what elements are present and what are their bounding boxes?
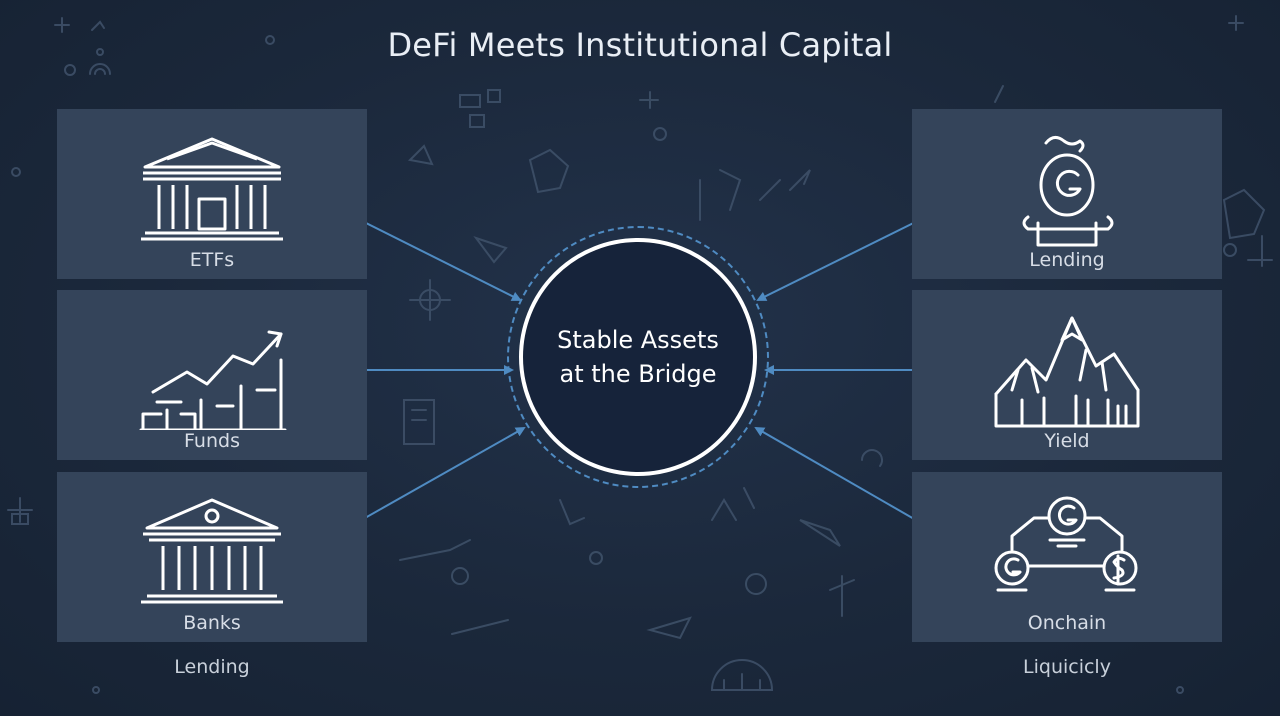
caption-left: Lending bbox=[57, 656, 367, 678]
panel-label-onchain: Onchain bbox=[912, 612, 1222, 642]
rising-chart-icon bbox=[137, 310, 287, 430]
panel-label-banks: Banks bbox=[57, 612, 367, 642]
bank-building-icon bbox=[137, 492, 287, 612]
panel-onchain: Onchain bbox=[912, 472, 1222, 642]
hub-line-1: Stable Assets bbox=[538, 323, 738, 357]
panel-label-etfs: ETFs bbox=[57, 249, 367, 279]
institution-building-icon bbox=[137, 129, 287, 249]
panel-funds: Funds bbox=[57, 290, 367, 460]
panel-yield: Yield bbox=[912, 290, 1222, 460]
coin-person-icon bbox=[992, 129, 1142, 249]
panel-lending: Lending bbox=[912, 109, 1222, 279]
hub-text: Stable Assets at the Bridge bbox=[538, 323, 738, 391]
hub-line-2: at the Bridge bbox=[538, 357, 738, 391]
panel-label-yield: Yield bbox=[912, 430, 1222, 460]
panel-banks: Banks bbox=[57, 472, 367, 642]
central-hub: Stable Assets at the Bridge bbox=[519, 238, 757, 476]
caption-right: Liquicicly bbox=[912, 656, 1222, 678]
panel-label-lending: Lending bbox=[912, 249, 1222, 279]
linked-coins-icon bbox=[992, 492, 1142, 612]
panel-etfs: ETFs bbox=[57, 109, 367, 279]
panel-label-funds: Funds bbox=[57, 430, 367, 460]
mountain-peaks-icon bbox=[992, 310, 1142, 430]
